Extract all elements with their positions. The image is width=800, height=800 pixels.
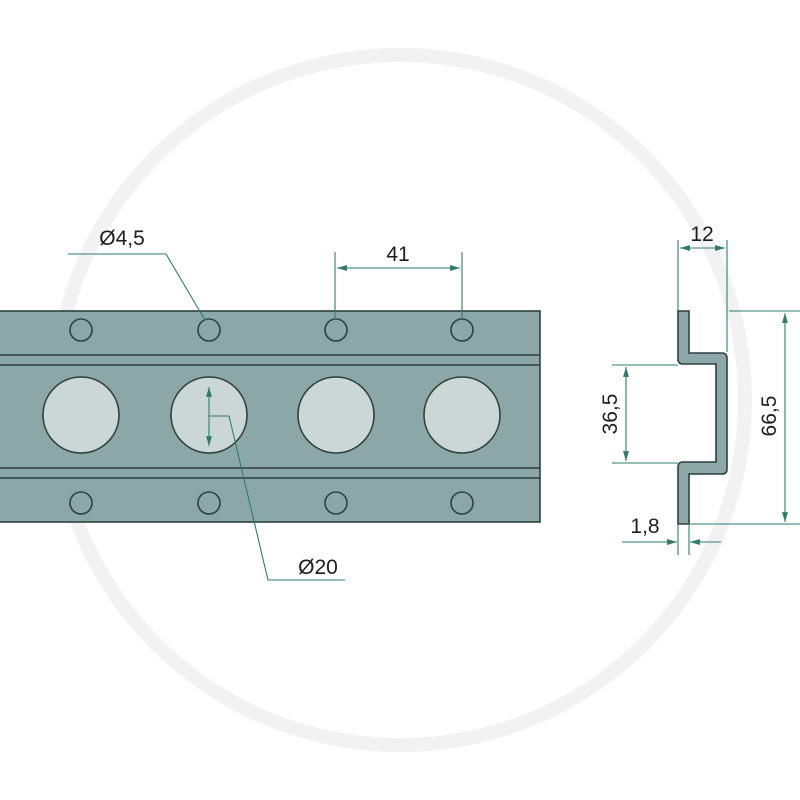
small-hole-bottom	[450, 491, 474, 515]
thickness-label: 1,8	[630, 515, 659, 538]
front-dimensions	[68, 252, 463, 581]
large-hole-diameter-label: Ø20	[298, 556, 338, 579]
small-hole-top	[324, 318, 348, 342]
profile-dimensions	[612, 240, 800, 555]
small-hole-bottom	[197, 491, 221, 515]
total-height-label: 66,5	[758, 396, 781, 437]
rail-profile-section	[677, 310, 728, 525]
small-hole-top	[69, 318, 93, 342]
small-hole-leader	[68, 253, 206, 321]
small-hole-bottom	[69, 491, 93, 515]
channel-height-label: 36,5	[599, 394, 622, 435]
large-hole	[297, 376, 375, 454]
large-hole	[42, 376, 120, 454]
large-hole	[423, 376, 501, 454]
small-hole-top	[197, 318, 221, 342]
large-hole-leader	[209, 415, 345, 581]
small-hole-diameter-label: Ø4,5	[99, 227, 145, 250]
depth-label: 12	[690, 223, 713, 246]
small-hole-bottom	[324, 491, 348, 515]
rail-front-view	[0, 310, 541, 523]
hole-pitch-label: 41	[386, 243, 409, 266]
